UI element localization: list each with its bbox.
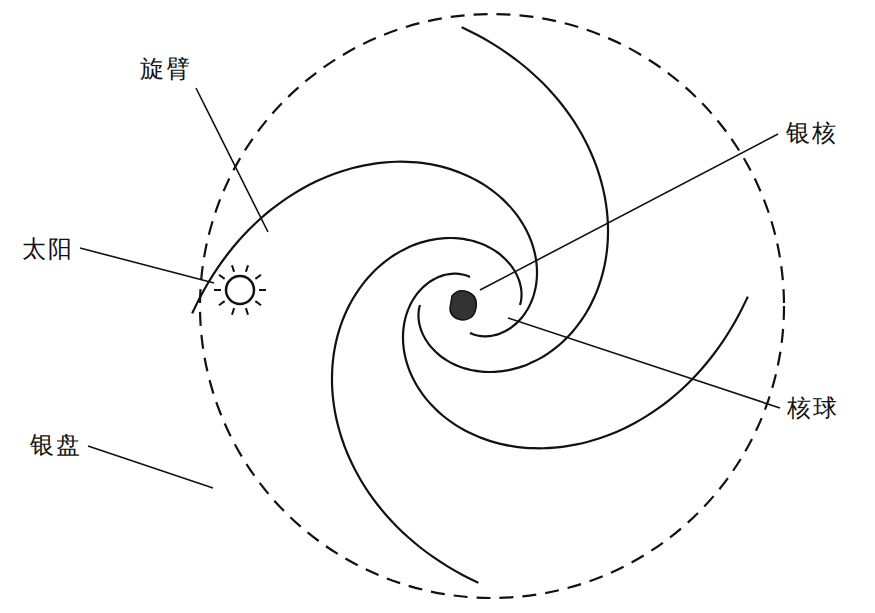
sun-ray — [219, 275, 225, 279]
galactic-nucleus — [450, 291, 476, 320]
leader-line — [196, 88, 268, 232]
sun-ray — [255, 275, 261, 279]
spiral-arms — [192, 27, 748, 583]
leader-line — [88, 446, 213, 488]
leader-line — [80, 248, 214, 283]
spiral-arm — [403, 274, 748, 449]
sun-ray — [232, 308, 234, 315]
sun-symbol — [214, 265, 266, 314]
leader-line — [480, 134, 778, 290]
leader-lines — [80, 88, 780, 488]
leader-line — [508, 318, 780, 408]
part-label: 银核 — [786, 118, 838, 148]
sun-ray — [246, 265, 248, 272]
part-label: 旋臂 — [140, 54, 192, 84]
sun-ray — [232, 265, 234, 272]
sun-ray — [214, 289, 221, 291]
sun-ray — [219, 301, 225, 305]
part-label: 太阳 — [22, 234, 74, 264]
part-label: 银盘 — [30, 430, 82, 460]
spiral-arm — [192, 162, 537, 337]
sun-ray — [246, 308, 248, 315]
sun-ray — [259, 289, 266, 291]
part-label: 核球 — [787, 393, 839, 423]
sun-ray — [255, 301, 261, 305]
spiral-arm — [332, 238, 522, 583]
galactic-disk-outline — [200, 14, 784, 598]
